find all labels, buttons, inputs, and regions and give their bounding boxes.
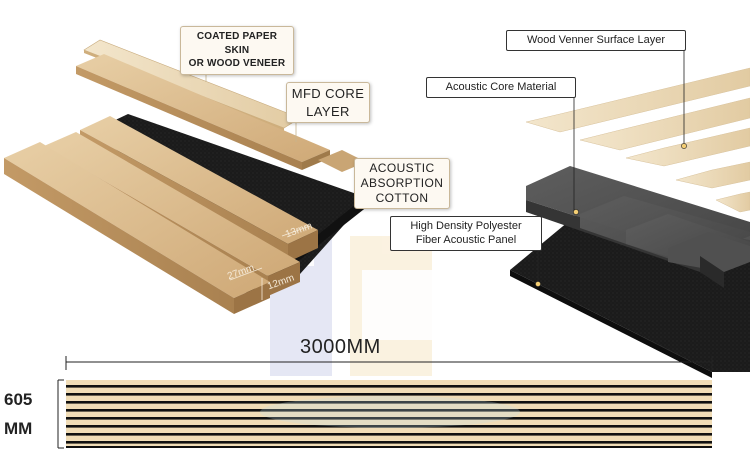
- callout-acoustic-core-material: Acoustic Core Material: [426, 77, 576, 98]
- leader-dots: [535, 143, 687, 287]
- width-label: 605 MM: [4, 390, 33, 438]
- right-veneer-strips: [525, 67, 750, 213]
- left-slat-front: [4, 142, 270, 314]
- callout-mfd-core-layer: MFD CORE LAYER: [286, 82, 370, 124]
- callout-coated-paper-skin: COATED PAPER SKIN OR WOOD VENEER: [180, 26, 294, 75]
- width-dimension: [57, 379, 64, 449]
- callout-high-density-polyester-panel: High Density Polyester Fiber Acoustic Pa…: [390, 216, 542, 251]
- right-core-bars: [526, 166, 750, 288]
- panel-front-view: [66, 380, 712, 448]
- dimension-lines: [229, 225, 311, 300]
- left-mfd-core: [76, 54, 330, 170]
- length-dimension: [65, 356, 713, 370]
- length-label: 3000MM: [300, 336, 381, 358]
- right-leader-lines: [537, 46, 685, 284]
- callout-acoustic-absorption-cotton: ACOUSTIC ABSORPTION COTTON: [354, 158, 450, 209]
- callout-wood-veneer-surface-layer: Wood Venner Surface Layer: [506, 30, 686, 51]
